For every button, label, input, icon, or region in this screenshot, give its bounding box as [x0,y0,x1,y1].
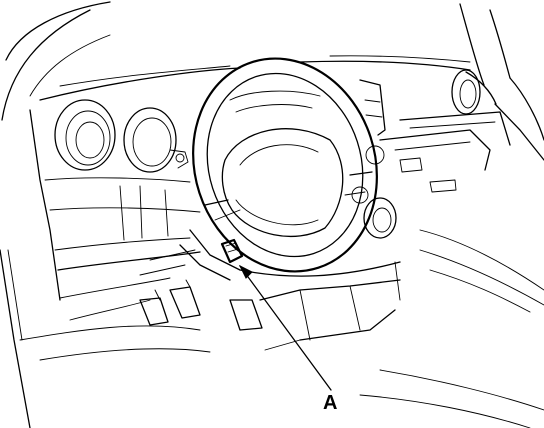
component-a [220,238,244,264]
left-dash-panel [29,109,201,321]
lower-console [239,261,401,351]
dashboard-top [39,55,497,105]
left-round-vent [54,99,116,171]
right-pillar [459,3,544,141]
left-a-pillar [1,1,111,121]
right-dash [399,103,544,313]
floor [0,249,544,428]
steering-wheel [192,57,378,273]
pedals [139,279,263,331]
callout-label-a: A [323,392,338,414]
callout-arrow [238,264,332,391]
center-left-gauge [123,107,189,173]
center-console [351,79,491,239]
instrument-cluster [229,90,321,113]
steering-column [139,229,241,281]
right-air-vent [451,69,481,115]
